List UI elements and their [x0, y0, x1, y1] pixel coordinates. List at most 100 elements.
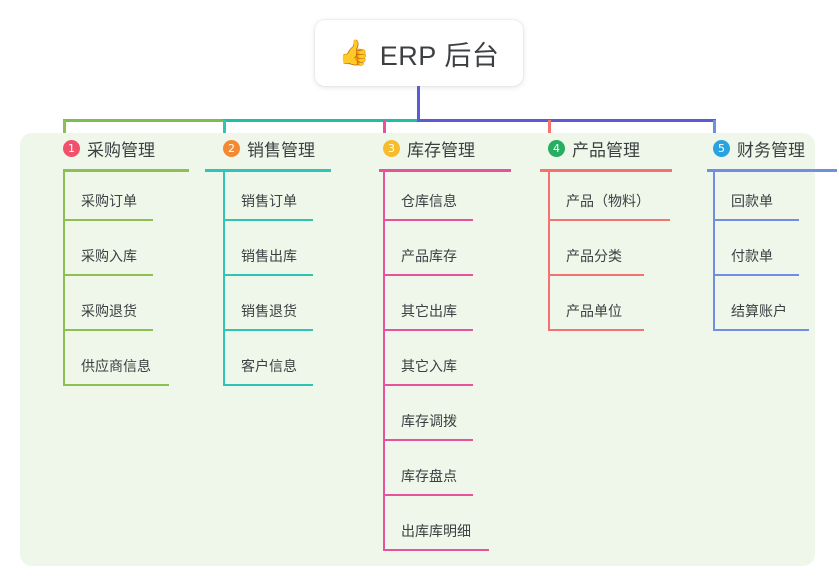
connector-drop-5 — [713, 120, 716, 138]
menu-item-label: 库存调拨 — [401, 413, 457, 429]
menu-item-rule — [383, 329, 473, 331]
menu-item[interactable]: 其它出库 — [365, 282, 511, 337]
menu-item[interactable]: 仓库信息 — [365, 172, 511, 227]
column-spine-3 — [383, 172, 385, 551]
column-header-rule-5 — [707, 169, 837, 172]
column-title-2: 销售管理 — [247, 140, 315, 160]
menu-item-rule — [383, 439, 473, 441]
menu-item[interactable]: 回款单 — [695, 172, 837, 227]
column-badge-5: 5 — [713, 139, 730, 157]
thumbs-up-icon: 👍 — [338, 38, 370, 67]
root-node-content: 👍 ERP 后台 — [339, 34, 500, 73]
column-spine-2 — [223, 172, 225, 386]
column-title-3: 库存管理 — [407, 140, 475, 160]
menu-item-label: 付款单 — [731, 248, 773, 264]
menu-item[interactable]: 结算账户 — [695, 282, 837, 337]
menu-item-rule — [383, 219, 473, 221]
menu-item-label: 采购入库 — [81, 248, 137, 264]
menu-item-label: 其它出库 — [401, 303, 457, 319]
column-header-2[interactable]: 2 销售管理 — [205, 133, 331, 163]
menu-item-label: 销售订单 — [241, 193, 297, 209]
menu-item[interactable]: 销售退货 — [205, 282, 331, 337]
column-header-rule-4 — [540, 169, 672, 172]
column-title-1: 采购管理 — [87, 140, 155, 160]
menu-item-label: 出库库明细 — [401, 523, 471, 539]
menu-item[interactable]: 采购订单 — [45, 172, 189, 227]
diagram-panel: 1 采购管理采购订单采购入库采购退货供应商信息 2 销售管理销售订单销售出库销售退货客… — [20, 133, 837, 566]
menu-item-label: 产品（物料） — [566, 193, 650, 209]
menu-item-rule — [63, 274, 153, 276]
connector-bus-segment-3 — [417, 119, 716, 122]
menu-item[interactable]: 产品单位 — [530, 282, 672, 337]
menu-item[interactable]: 产品库存 — [365, 227, 511, 282]
menu-item-rule — [223, 329, 313, 331]
menu-item[interactable]: 库存盘点 — [365, 447, 511, 502]
connector-drop-1 — [63, 120, 66, 138]
column-header-5[interactable]: 5 财务管理 — [695, 133, 837, 163]
column-spine-5 — [713, 172, 715, 331]
menu-item-label: 客户信息 — [241, 358, 297, 374]
column-spine-1 — [63, 172, 65, 386]
root-node[interactable]: 👍 ERP 后台 — [315, 20, 523, 86]
menu-item[interactable]: 客户信息 — [205, 337, 331, 392]
menu-item-label: 其它入库 — [401, 358, 457, 374]
column-badge-4: 4 — [548, 139, 565, 157]
connector-drop-2 — [223, 120, 226, 138]
menu-item[interactable]: 付款单 — [695, 227, 837, 282]
column-items-1: 采购订单采购入库采购退货供应商信息 — [45, 172, 189, 392]
column-header-rule-3 — [379, 169, 511, 172]
menu-item[interactable]: 销售出库 — [205, 227, 331, 282]
column-4: 4 产品管理产品（物料） 产品分类产品单位 — [530, 133, 672, 337]
column-spine-4 — [548, 172, 550, 331]
column-header-4[interactable]: 4 产品管理 — [530, 133, 672, 163]
connector-drop-3 — [383, 120, 386, 138]
menu-item[interactable]: 产品（物料） — [530, 172, 672, 227]
menu-item-label: 销售出库 — [241, 248, 297, 264]
menu-item-label: 库存盘点 — [401, 468, 457, 484]
menu-item-rule — [548, 329, 644, 331]
menu-item[interactable]: 采购退货 — [45, 282, 189, 337]
menu-item[interactable]: 采购入库 — [45, 227, 189, 282]
menu-item-label: 采购订单 — [81, 193, 137, 209]
column-header-rule-1 — [63, 169, 189, 172]
column-items-4: 产品（物料） 产品分类产品单位 — [530, 172, 672, 337]
column-title-4: 产品管理 — [572, 140, 640, 160]
menu-item-label: 采购退货 — [81, 303, 137, 319]
menu-item-rule — [63, 329, 153, 331]
connector-bus-segment-1 — [63, 119, 223, 122]
menu-item-rule — [713, 274, 799, 276]
menu-item-rule — [383, 494, 473, 496]
menu-item-rule — [548, 219, 670, 221]
menu-item[interactable]: 销售订单 — [205, 172, 331, 227]
column-badge-1: 1 — [63, 139, 80, 157]
menu-item[interactable]: 库存调拨 — [365, 392, 511, 447]
menu-item-rule — [548, 274, 644, 276]
menu-item-rule — [223, 384, 313, 386]
menu-item-rule — [63, 219, 153, 221]
menu-item[interactable]: 产品分类 — [530, 227, 672, 282]
menu-item-rule — [713, 219, 799, 221]
menu-item-label: 供应商信息 — [81, 358, 151, 374]
column-badge-3: 3 — [383, 139, 400, 157]
menu-item-rule — [383, 384, 473, 386]
menu-item-rule — [713, 329, 809, 331]
menu-item[interactable]: 其它入库 — [365, 337, 511, 392]
menu-item[interactable]: 出库库明细 — [365, 502, 511, 557]
menu-item-label: 产品分类 — [566, 248, 622, 264]
menu-item[interactable]: 供应商信息 — [45, 337, 189, 392]
column-header-3[interactable]: 3 库存管理 — [365, 133, 511, 163]
root-node-label: ERP 后台 — [379, 40, 500, 71]
menu-item-rule — [223, 274, 313, 276]
column-title-5: 财务管理 — [737, 140, 805, 160]
connector-root-stem — [417, 86, 420, 120]
column-1: 1 采购管理采购订单采购入库采购退货供应商信息 — [45, 133, 189, 392]
column-badge-2: 2 — [223, 139, 240, 157]
column-items-2: 销售订单销售出库销售退货客户信息 — [205, 172, 331, 392]
menu-item-label: 销售退货 — [241, 303, 297, 319]
menu-item-label: 结算账户 — [731, 303, 787, 319]
menu-item-rule — [383, 549, 489, 551]
column-5: 5 财务管理回款单付款单结算账户 — [695, 133, 837, 337]
column-header-1[interactable]: 1 采购管理 — [45, 133, 189, 163]
column-2: 2 销售管理销售订单销售出库销售退货客户信息 — [205, 133, 331, 392]
connector-drop-4 — [548, 120, 551, 138]
